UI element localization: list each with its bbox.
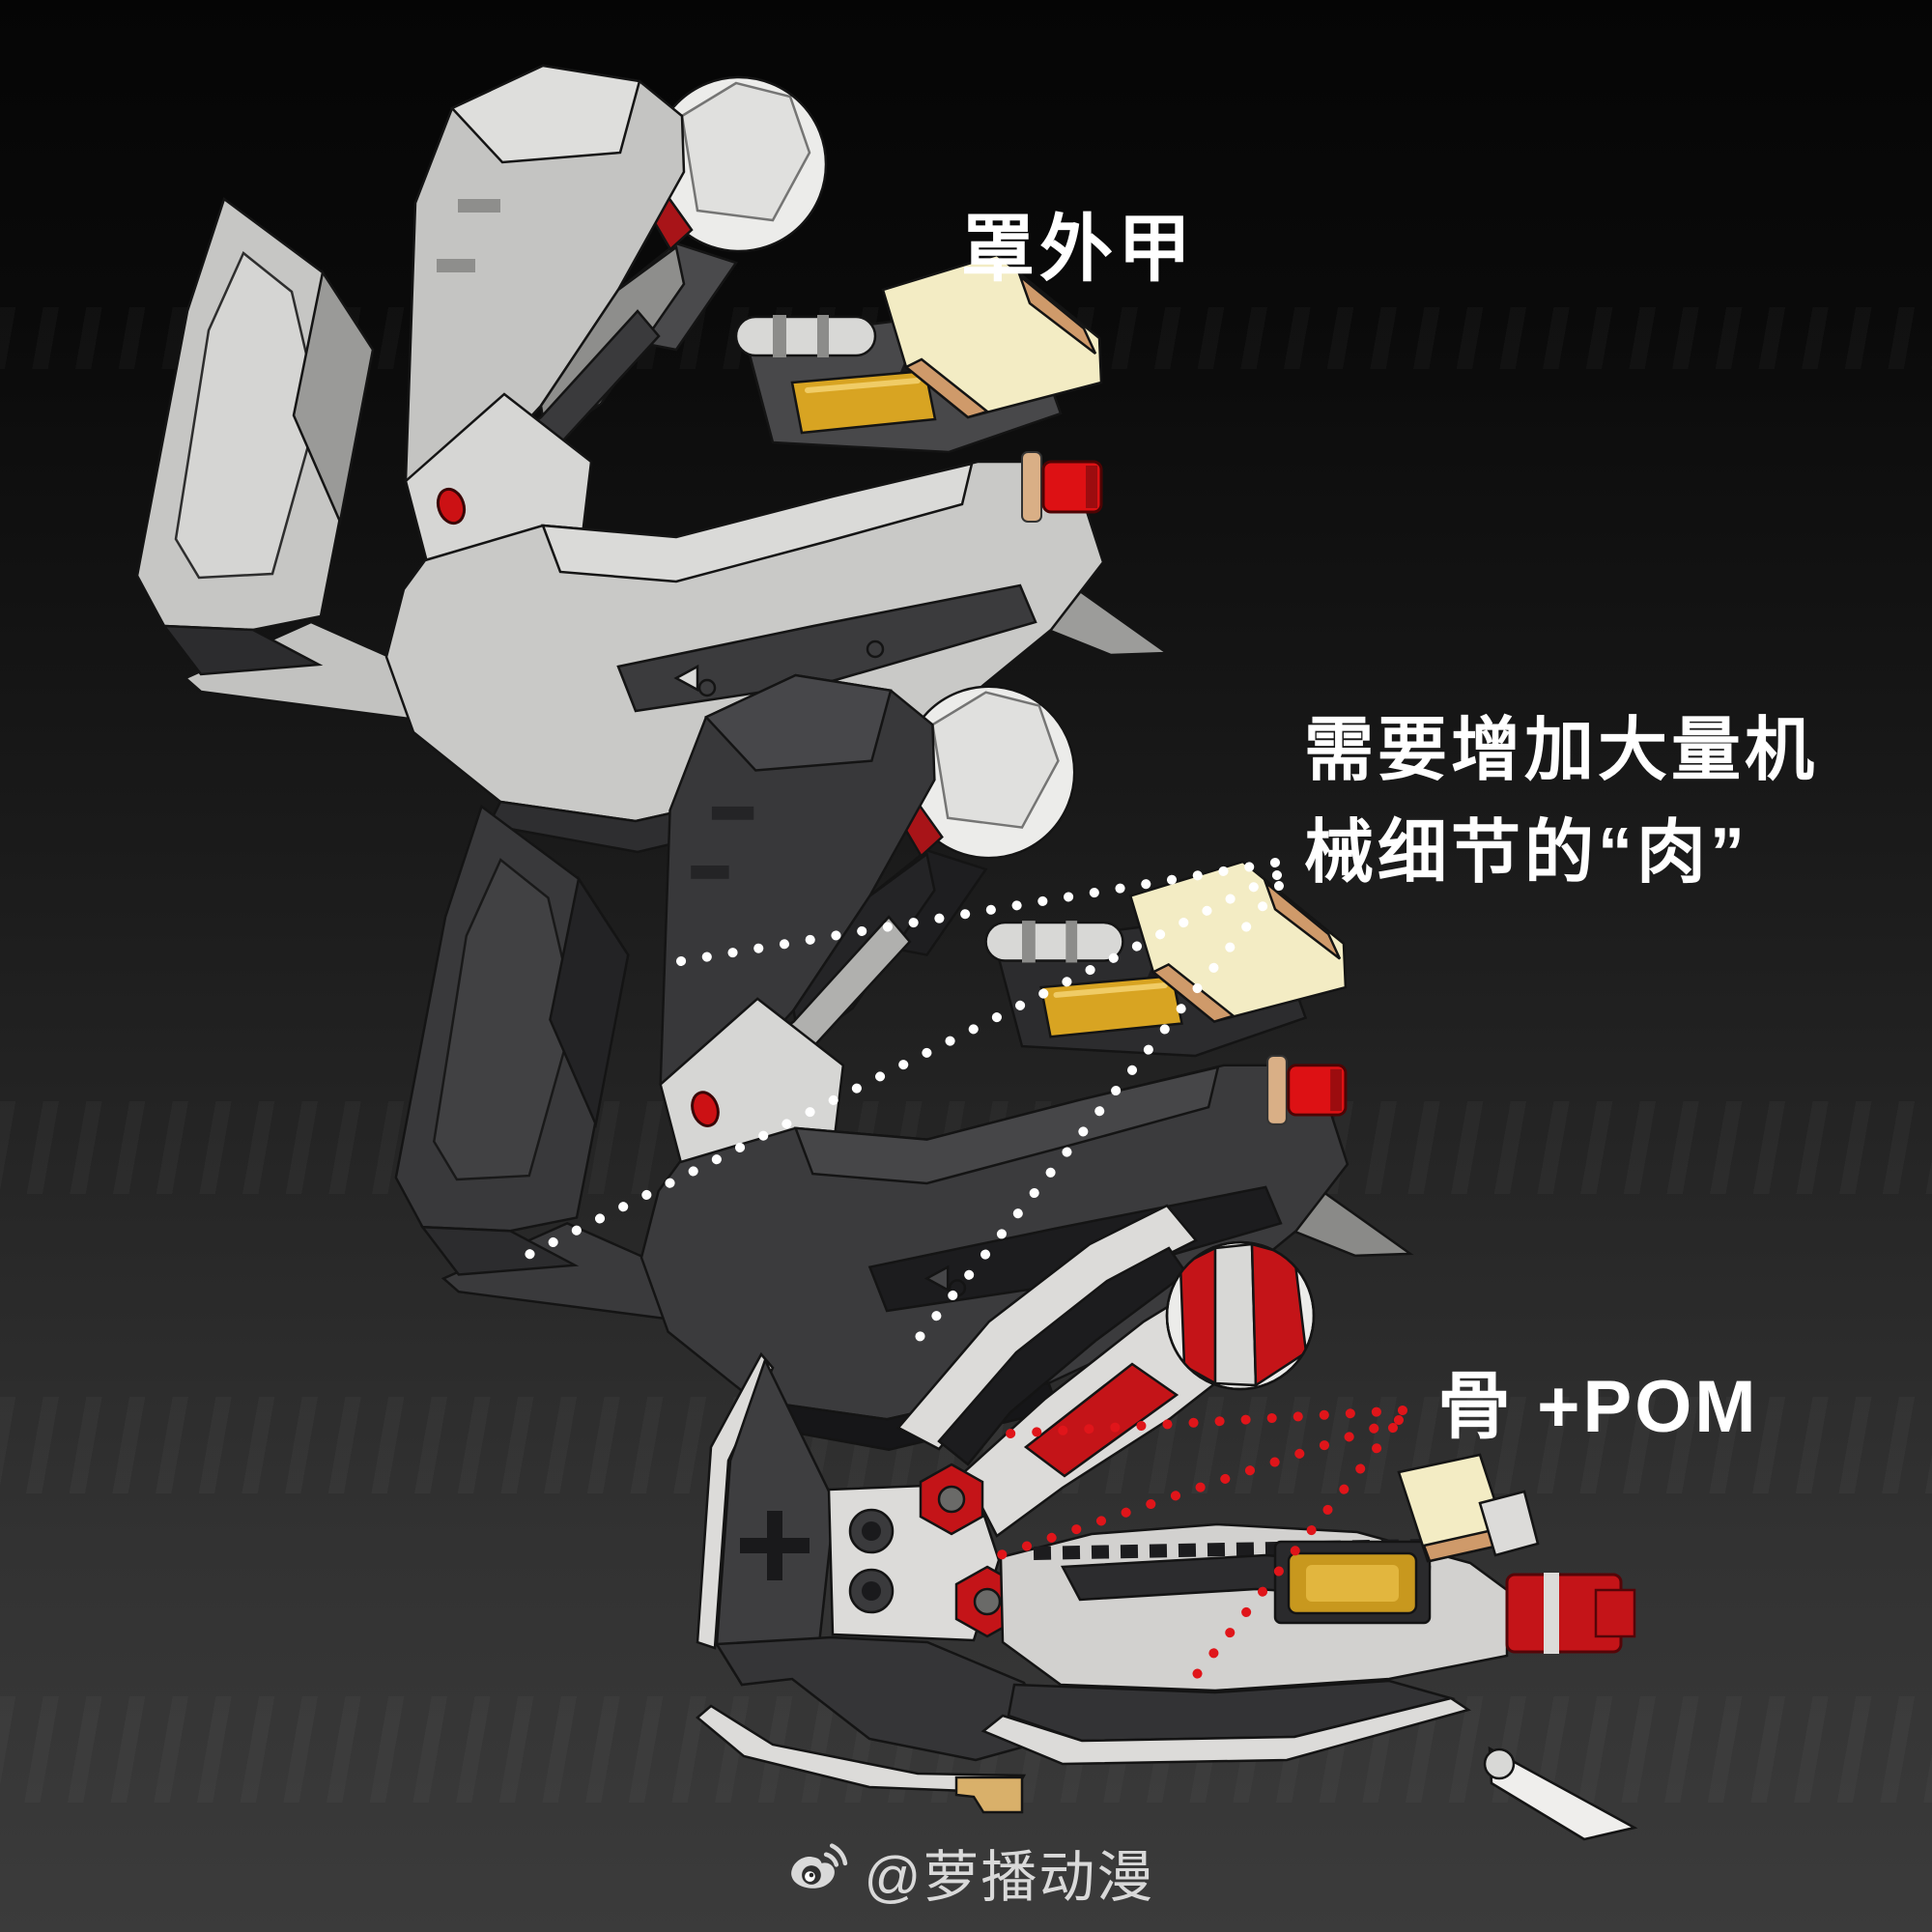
annotation-lines-white (522, 858, 1284, 1342)
label-mechanical-flesh-line1: 需要增加大量机 (1304, 712, 1819, 789)
label-outer-armor: 罩外甲 (961, 209, 1196, 291)
watermark-handle: @萝播动漫 (864, 1846, 1155, 1909)
model-bone-pom-frame (696, 1204, 1638, 1841)
weibo-icon (790, 1843, 847, 1889)
label-mechanical-flesh-line2: 械细节的“肉” (1304, 814, 1749, 892)
label-mechanical-flesh: 需要增加大量机 械细节的“肉” (1304, 699, 1818, 904)
label-bone-pom: 骨 +POM (1437, 1366, 1759, 1448)
watermark: @萝播动漫 (0, 1832, 1932, 1913)
annotation-lines-red (995, 1406, 1407, 1688)
